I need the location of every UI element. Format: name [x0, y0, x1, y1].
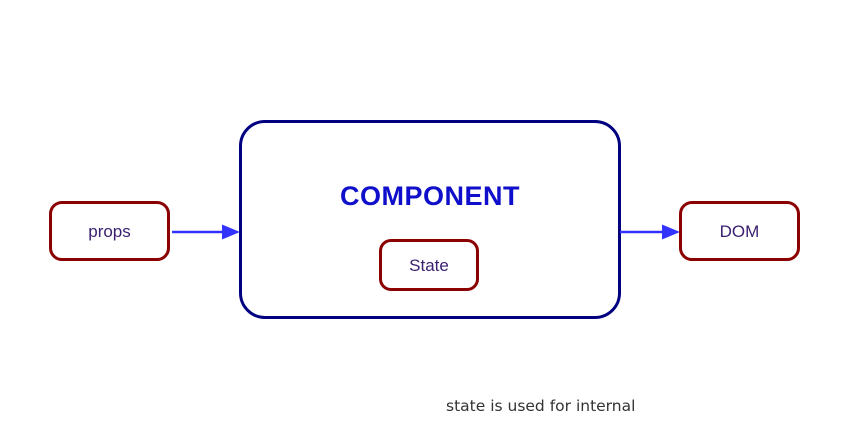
- node-dom-label: DOM: [719, 221, 760, 241]
- node-component[interactable]: COMPONENT: [239, 120, 621, 319]
- node-dom[interactable]: DOM: [679, 201, 800, 261]
- arrow-props-to-component: [172, 224, 240, 240]
- node-state[interactable]: State: [379, 239, 479, 291]
- caption: state is used for internal communication…: [446, 354, 726, 440]
- arrow-component-to-dom: [620, 224, 680, 240]
- node-props-label: props: [88, 221, 131, 241]
- node-props[interactable]: props: [49, 201, 170, 261]
- caption-line-1: state is used for internal: [446, 397, 636, 415]
- node-state-label: State: [409, 255, 449, 275]
- component-title: COMPONENT: [340, 181, 520, 211]
